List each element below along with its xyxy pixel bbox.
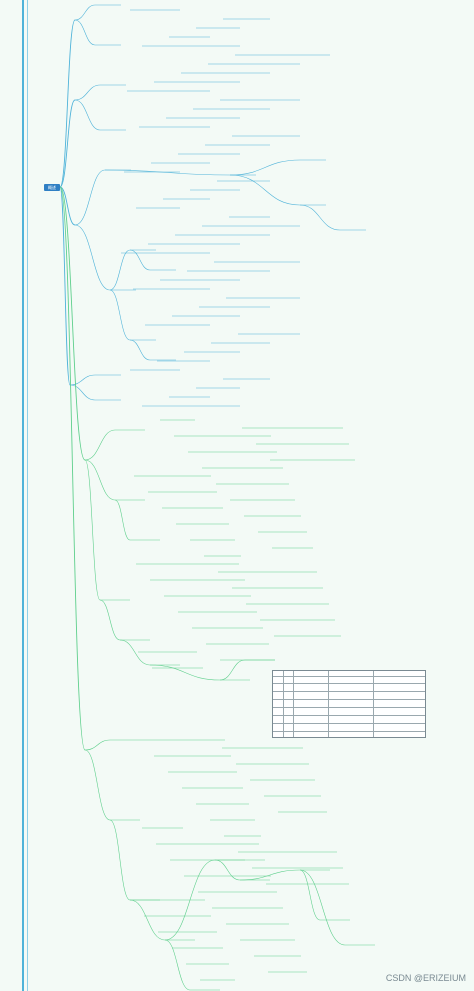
branch-line [109,249,131,291]
branch-line [149,664,221,681]
branch-line [299,869,346,946]
branch-line [299,869,321,921]
branch-line [59,186,86,461]
branch-line [84,739,111,751]
branch-line [84,429,116,461]
branch-line [74,4,96,21]
branch-line [74,19,96,46]
branch-line [59,186,71,386]
branch-line [74,169,106,226]
branch-line [84,459,101,601]
table-row [273,723,425,724]
watermark: CSDN @ERIZEIUM [385,973,466,983]
branch-line [129,339,151,361]
secondary-spine [27,0,28,991]
table-col [283,671,284,737]
main-spine [22,0,24,991]
table-col [328,671,329,737]
branch-line [59,19,76,188]
table-row [273,715,425,716]
table-col [293,671,294,737]
branch-line [229,174,301,206]
branch-line [99,599,121,641]
branch-line [74,84,101,101]
branch-line [59,99,76,188]
branch-line [129,249,151,271]
table-row [273,676,425,677]
branch-line [104,169,231,176]
branch-line [114,499,131,541]
branch-line [129,899,166,941]
table-row [273,731,425,732]
branch-line [219,659,246,681]
branch-line [164,939,191,991]
table-col [373,671,374,737]
branch-line [84,459,116,501]
branch-line [69,384,96,401]
branch-line [109,819,131,901]
branch-line [229,159,301,176]
branch-line [109,289,131,341]
root-node[interactable]: 概述 [44,184,60,191]
branch-line [74,99,101,131]
table-row [273,691,425,692]
branch-line [119,639,151,666]
comparison-table [272,670,426,738]
branch-line [239,869,301,881]
branch-line [84,749,111,821]
table-row [273,707,425,708]
table-row [273,683,425,684]
branch-line [214,859,241,881]
branch-line [59,186,86,751]
branch-line [74,224,111,291]
branch-line [69,374,96,386]
branch-line [299,204,341,231]
table-row [273,699,425,700]
